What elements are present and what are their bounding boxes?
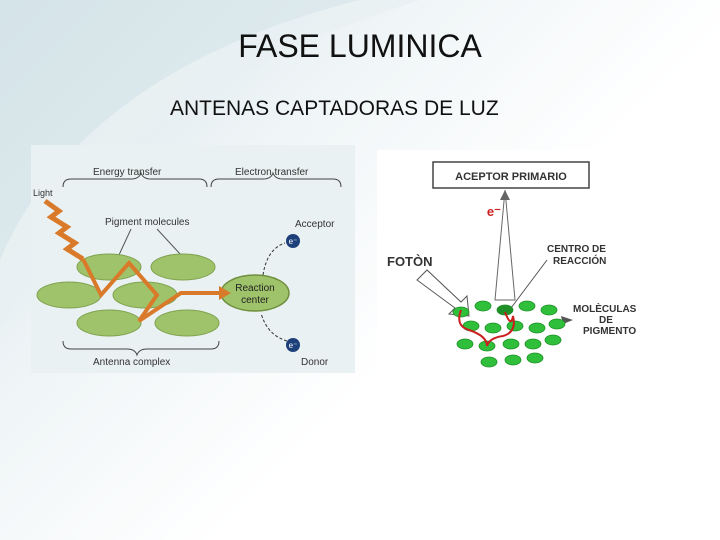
antenna-complex-label: Antenna complex <box>93 357 170 368</box>
pigment-pointer-1 <box>118 228 132 256</box>
slide-title: FASE LUMINICA <box>238 28 482 64</box>
pigment-molecule <box>540 304 558 316</box>
primary-acceptor-box <box>432 161 590 189</box>
pigment-label-line1: MOLÈCULAS <box>573 302 637 315</box>
reaction-center-label-line1: CENTRO DE <box>547 244 606 255</box>
electron-transfer-brace <box>210 171 342 188</box>
pigment-molecule <box>484 322 502 334</box>
energy-arrowhead <box>219 286 231 300</box>
pigment-label-line2: DE <box>599 315 613 326</box>
pigment-molecule <box>154 309 220 337</box>
pigment-molecule <box>456 338 474 350</box>
reaction-center-diagram: ACEPTOR PRIMARIO e⁻ CENTRO DE REACCIÓN F… <box>377 150 683 380</box>
energy-transfer-brace <box>62 171 208 188</box>
donor-to-center-arrow <box>260 312 288 342</box>
antenna-complex-brace <box>62 340 220 357</box>
pigment-molecule <box>528 322 546 334</box>
energy-transfer-label: Energy transfer <box>93 167 162 178</box>
pigment-molecule <box>506 320 524 332</box>
electron-label: e⁻ <box>487 204 501 219</box>
electron-acceptor-label: e⁻ <box>289 237 298 246</box>
electron-arrow-up <box>494 189 516 301</box>
electron-donor-label: e⁻ <box>289 341 298 350</box>
pigment-molecule <box>504 354 522 366</box>
pigment-molecule <box>76 253 142 281</box>
reaction-center-label-line1: Reaction <box>235 283 274 294</box>
electron-donor-icon <box>286 338 300 352</box>
pigment-molecule <box>480 356 498 368</box>
pigment-molecules-label: Pigment molecules <box>105 217 189 228</box>
electron-to-acceptor-arrow <box>262 242 286 276</box>
pigment-molecule <box>496 304 514 316</box>
pigment-pointer-2 <box>156 228 182 256</box>
light-photon-arrow <box>43 198 85 262</box>
slide-subtitle: ANTENAS CAPTADORAS DE LUZ <box>170 97 499 120</box>
donor-label: Donor <box>301 357 329 368</box>
pigment-molecule <box>474 300 492 312</box>
pigment-label-line3: PIGMENTO <box>583 326 636 337</box>
pigment-molecule <box>76 309 142 337</box>
energy-transfer-path <box>81 258 219 323</box>
electron-arrowhead-up <box>500 190 510 200</box>
energy-transfer-path <box>458 309 515 347</box>
reaction-center-label-line2: REACCIÓN <box>553 254 606 267</box>
pigment-molecule <box>526 352 544 364</box>
primary-acceptor-label: ACEPTOR PRIMARIO <box>455 171 567 183</box>
pigment-molecule <box>524 338 542 350</box>
pigment-molecule <box>518 300 536 312</box>
pigment-molecule <box>548 318 566 330</box>
antenna-complex-diagram: Energy transfer Electron transfer Light … <box>31 145 355 373</box>
electron-transfer-label: Electron transfer <box>235 167 309 178</box>
pigment-molecule <box>36 281 102 309</box>
pigment-molecule <box>544 334 562 346</box>
reaction-center-label-line2: center <box>241 295 269 306</box>
light-label: Light <box>33 188 53 198</box>
reaction-center-pointer <box>510 259 548 309</box>
photon-label: FOTÒN <box>387 254 433 269</box>
pigment-molecule <box>502 338 520 350</box>
acceptor-label: Acceptor <box>295 219 335 230</box>
pigment-molecule <box>150 253 216 281</box>
electron-acceptor-icon <box>286 234 300 248</box>
